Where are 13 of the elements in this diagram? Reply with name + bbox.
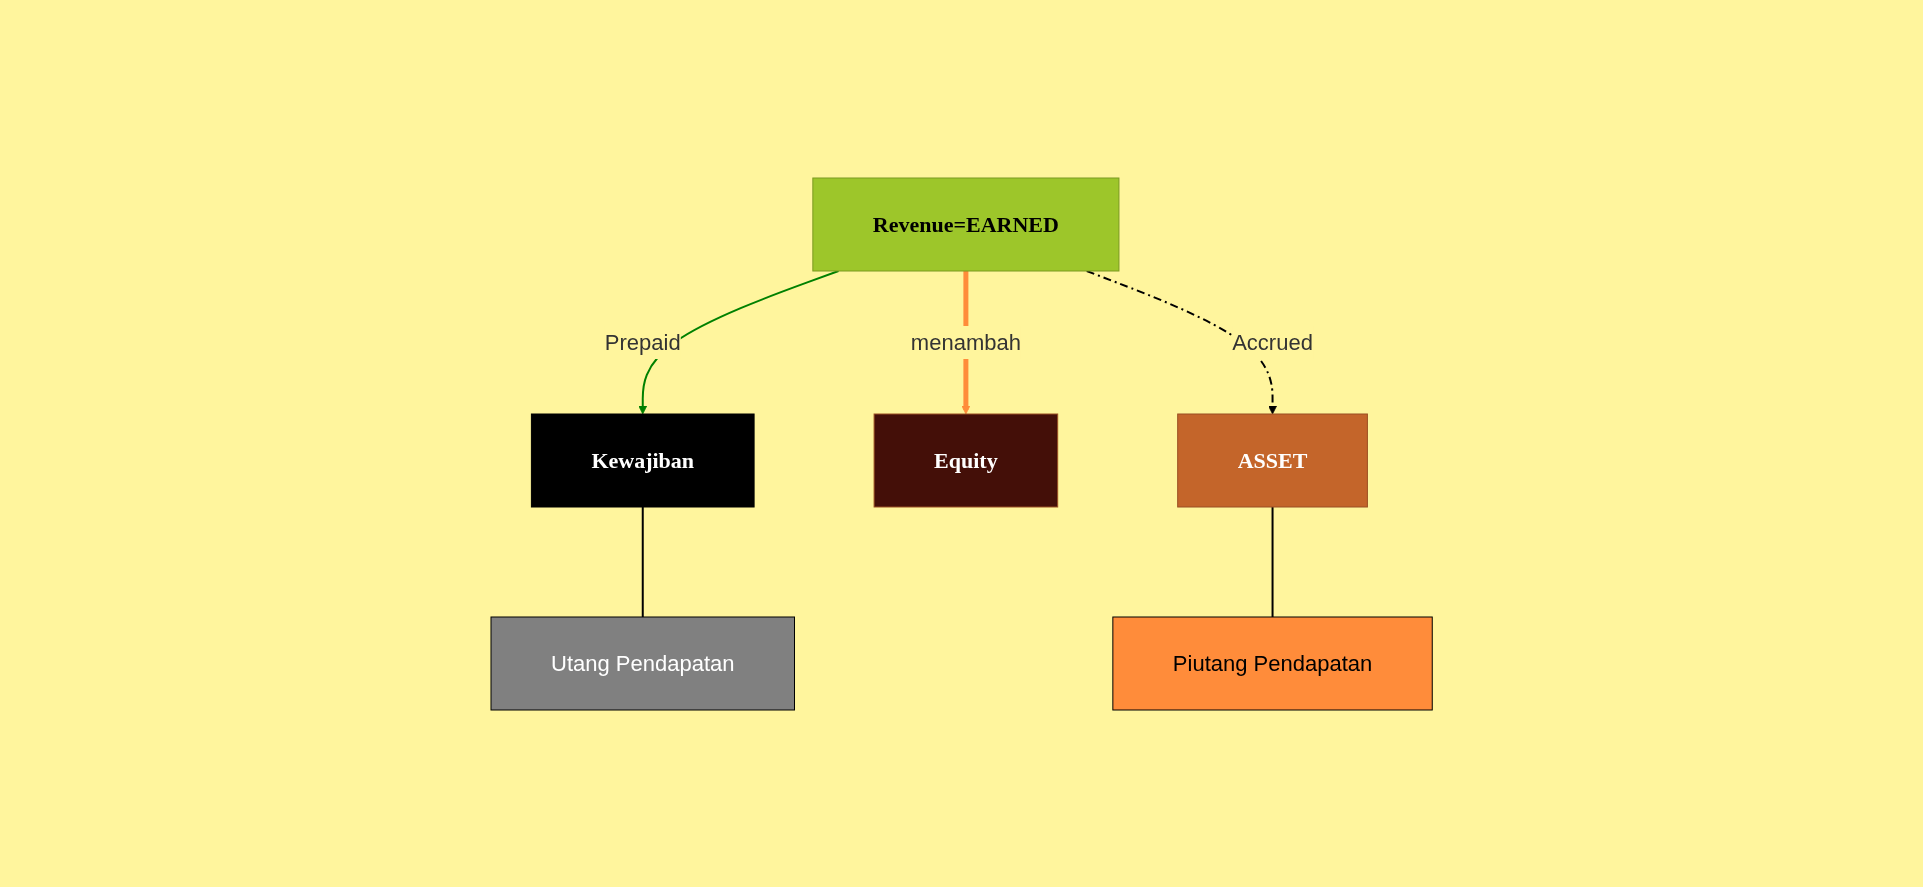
edge-label: Prepaid [604, 329, 681, 355]
node-box: ASSET [1177, 413, 1368, 507]
arrow [1085, 269, 1277, 414]
node-box: Equity [873, 413, 1059, 507]
edge-label: menambah [910, 329, 1021, 355]
node-box: Kewajiban [530, 413, 755, 507]
node-box: Utang Pendapatan [490, 616, 795, 710]
node-box: Revenue=EARNED [812, 177, 1120, 271]
connector [641, 505, 644, 618]
node-box: Piutang Pendapatan [1112, 616, 1433, 710]
connector [1271, 505, 1274, 618]
edge-label: Accrued [1232, 329, 1313, 355]
arrow [638, 269, 840, 414]
